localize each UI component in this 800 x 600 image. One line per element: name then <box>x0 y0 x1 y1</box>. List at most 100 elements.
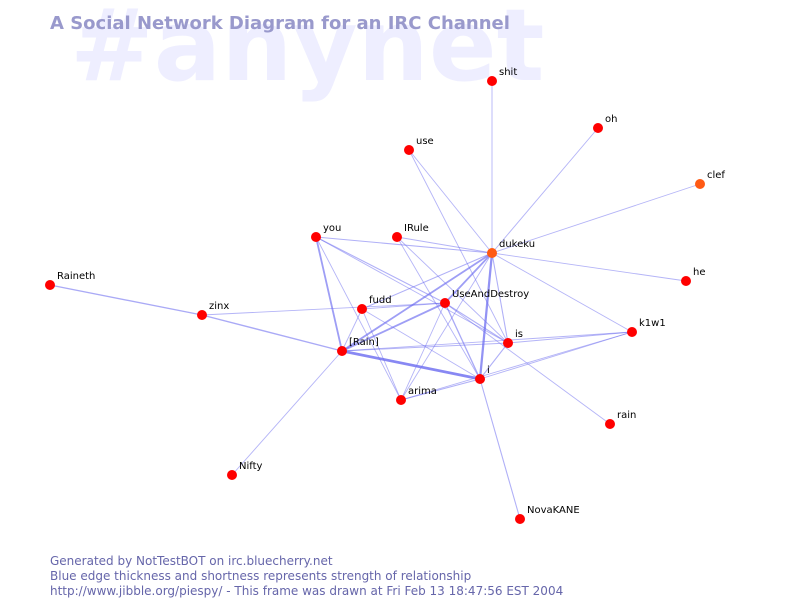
diagram-title: A Social Network Diagram for an IRC Chan… <box>50 13 510 34</box>
edge-fudd-UseAndDestroy <box>361 302 446 310</box>
footer-generated-by: Generated by NotTestBOT on irc.bluecherr… <box>50 554 333 568</box>
edge-dukeku-fudd <box>361 252 493 310</box>
edge-UseAndDestroy-rain <box>444 302 611 425</box>
node-dot-Nifty <box>227 470 237 480</box>
node-dot-i <box>475 374 485 384</box>
node-UseAndDestroy: UseAndDestroy <box>440 289 529 308</box>
edge-i-is <box>479 342 509 380</box>
edge-dukeku-oh <box>491 127 599 254</box>
node-dukeku: dukeku <box>487 239 535 258</box>
edge-dukeku-use <box>408 149 493 254</box>
node-dot-UseAndDestroy <box>440 298 450 308</box>
node-Nifty: Nifty <box>227 461 263 480</box>
node-label-Nifty: Nifty <box>239 461 263 472</box>
node-arima: arima <box>396 386 437 405</box>
node-label-fudd: fudd <box>369 295 392 306</box>
edge-use-is <box>408 149 509 344</box>
edge-fudd-IRainI <box>341 308 363 352</box>
node-zinx: zinx <box>197 301 229 320</box>
node-label-i: i <box>487 365 490 376</box>
node-shit: shit <box>487 67 517 86</box>
edge-dukeku-i <box>478 251 494 381</box>
node-label-shit: shit <box>499 67 517 78</box>
edge-IRainI-i <box>340 349 482 381</box>
edge-zinx-IRainI <box>201 314 343 352</box>
node-dot-Raineth <box>45 280 55 290</box>
edge-arima-k1w1 <box>400 331 633 401</box>
node-label-dukeku: dukeku <box>499 239 535 250</box>
node-dot-oh <box>593 123 603 133</box>
edge-dukeku-you <box>315 236 493 254</box>
node-label-arima: arima <box>408 386 437 397</box>
node-dot-IRule <box>392 232 402 242</box>
node-label-k1w1: k1w1 <box>639 318 666 329</box>
node-is: is <box>503 329 523 348</box>
node-dot-dukeku <box>487 248 497 258</box>
node-you: you <box>311 223 341 242</box>
node-k1w1: k1w1 <box>627 318 666 337</box>
node-label-you: you <box>323 223 341 234</box>
node-label-oh: oh <box>605 114 617 125</box>
edge-IRainI-Nifty <box>231 350 343 476</box>
edge-dukeku-is <box>491 252 509 344</box>
node-label-rain: rain <box>617 410 636 421</box>
node-dot-is <box>503 338 513 348</box>
node-dot-rain <box>605 419 615 429</box>
edge-you-UseAndDestroy <box>315 236 446 304</box>
edge-dukeku-arima <box>400 252 493 401</box>
node-oh: oh <box>593 114 617 133</box>
node-IRainI: [Rain] <box>337 337 379 356</box>
node-dot-use <box>404 145 414 155</box>
node-label-NovaKANE: NovaKANE <box>527 505 580 516</box>
edge-dukeku-clef <box>491 183 701 254</box>
edge-fudd-arima <box>361 308 402 401</box>
node-he: he <box>681 267 706 286</box>
edge-is-k1w1 <box>507 331 633 344</box>
node-i: i <box>475 365 490 384</box>
node-label-IRainI: [Rain] <box>349 337 379 348</box>
node-dot-IRainI <box>337 346 347 356</box>
footer-legend-note: Blue edge thickness and shortness repres… <box>50 569 471 583</box>
node-NovaKANE: NovaKANE <box>515 505 580 524</box>
edge-dukeku-k1w1 <box>491 252 633 333</box>
node-label-use: use <box>416 136 434 147</box>
node-dot-he <box>681 276 691 286</box>
edge-UseAndDestroy-i <box>444 302 481 380</box>
edges-layer <box>49 80 701 520</box>
node-label-clef: clef <box>707 170 725 181</box>
node-dot-arima <box>396 395 406 405</box>
edge-dukeku-UseAndDestroy <box>444 252 493 304</box>
node-dot-clef <box>695 179 705 189</box>
edge-i-NovaKANE <box>479 378 521 520</box>
edge-UseAndDestroy-is <box>444 302 509 344</box>
edge-IRainI-k1w1 <box>341 331 633 352</box>
edge-you-IRainI <box>315 236 343 352</box>
node-dot-zinx <box>197 310 207 320</box>
edge-zinx-UseAndDestroy <box>201 302 446 316</box>
node-fudd: fudd <box>357 295 392 314</box>
node-label-he: he <box>693 267 706 278</box>
edge-dukeku-he <box>491 252 687 282</box>
edge-fudd-i <box>361 308 481 380</box>
edge-IRainI-is <box>341 342 509 352</box>
node-dot-fudd <box>357 304 367 314</box>
channel-watermark: #anynet <box>70 0 544 104</box>
node-Raineth: Raineth <box>45 271 95 290</box>
node-dot-NovaKANE <box>515 514 525 524</box>
node-clef: clef <box>695 170 725 189</box>
node-IRule: IRule <box>392 223 429 242</box>
node-rain: rain <box>605 410 636 429</box>
edge-UseAndDestroy-arima <box>400 302 446 401</box>
node-label-zinx: zinx <box>209 301 229 312</box>
footer-url-timestamp: http://www.jibble.org/piespy/ - This fra… <box>50 584 563 598</box>
edge-UseAndDestroy-IRainI <box>341 302 446 352</box>
node-dot-you <box>311 232 321 242</box>
edge-Raineth-zinx <box>49 284 203 316</box>
node-label-IRule: IRule <box>404 223 429 234</box>
node-label-is: is <box>515 329 523 340</box>
edge-IRule-is <box>396 236 509 344</box>
node-use: use <box>404 136 434 155</box>
